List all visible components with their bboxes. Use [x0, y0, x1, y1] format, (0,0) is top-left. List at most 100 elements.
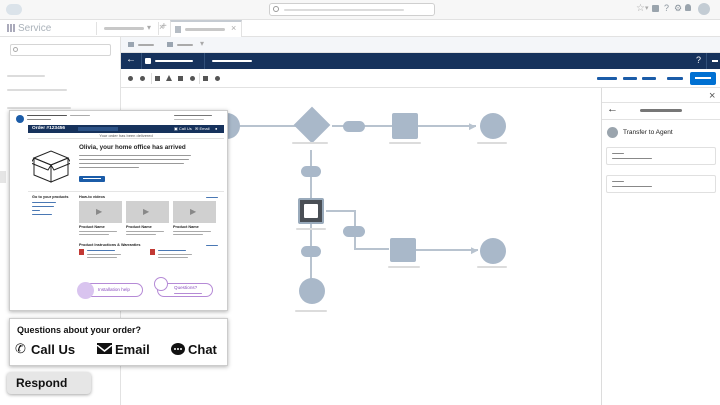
selected-node[interactable]: [298, 198, 324, 224]
email-order-number: Order #123456: [32, 126, 66, 131]
toolbar-button-3[interactable]: [642, 77, 656, 80]
toolbar-button-4[interactable]: [667, 77, 683, 80]
play-icon: ▶: [96, 207, 103, 216]
close-tab-icon[interactable]: ×: [159, 22, 165, 32]
app-name: Service: [18, 23, 52, 34]
sidebar-item[interactable]: [7, 89, 67, 91]
email-button[interactable]: Email: [96, 340, 161, 358]
copy-icon[interactable]: [178, 76, 183, 81]
notifications-bell-icon[interactable]: [685, 4, 691, 11]
video-thumbnail[interactable]: ▶: [126, 201, 169, 223]
chat-button[interactable]: Chat: [171, 340, 225, 358]
connector-pill-2[interactable]: [301, 166, 321, 177]
pdf-icon: [150, 249, 155, 255]
favorites-chevron-icon[interactable]: ▾: [645, 5, 649, 12]
sidebar-search-input[interactable]: [10, 44, 111, 56]
sidebar-item[interactable]: [7, 107, 71, 109]
chevron-down-icon[interactable]: ▾: [147, 23, 152, 32]
close-icon[interactable]: ×: [709, 90, 716, 102]
document-icon: [175, 26, 181, 33]
account-icon: [167, 42, 173, 47]
action-node-2[interactable]: [390, 238, 416, 262]
back-arrow-icon[interactable]: ←: [607, 103, 618, 115]
avatar[interactable]: [698, 3, 710, 15]
setup-gear-icon[interactable]: ⚙: [674, 3, 683, 13]
delete-icon[interactable]: [203, 76, 208, 81]
flow-icon: [145, 58, 151, 64]
go-to-products-link[interactable]: Go to your products: [32, 195, 69, 199]
menu-icon[interactable]: [712, 60, 718, 62]
add-icon[interactable]: [652, 5, 659, 12]
flow-label: [155, 60, 193, 62]
videos-heading: How-to videos: [79, 195, 105, 199]
record-icon: [128, 42, 134, 47]
flow-toolbar: [121, 69, 720, 88]
pdf-icon: [79, 249, 84, 255]
paste-icon[interactable]: [190, 76, 195, 81]
global-search-input[interactable]: [269, 3, 435, 16]
nav-tab-1[interactable]: ▾: [100, 22, 156, 35]
cloud-logo-icon: [6, 4, 22, 15]
sidebar-selected-marker: [0, 171, 6, 183]
connector-pill-3[interactable]: [301, 246, 321, 257]
toolbar-button-1[interactable]: [597, 77, 617, 80]
email-preview: Order #123456 ▣ Call Us ✉ Email ● Chat Y…: [9, 110, 228, 311]
nav-tab-2[interactable]: ×: [170, 20, 242, 37]
help-icon[interactable]: ?: [664, 3, 670, 13]
video-title: Product Name: [79, 225, 105, 229]
action-node-1[interactable]: [392, 113, 418, 139]
back-arrow-icon[interactable]: ←: [126, 54, 136, 65]
instructions-heading: Product Instructions & Warranties: [79, 243, 141, 247]
truck-icon: [77, 282, 94, 299]
video-thumbnail[interactable]: ▶: [79, 201, 122, 223]
search-icon: [13, 47, 18, 52]
app-launcher-icon[interactable]: [7, 24, 15, 32]
play-icon: ▶: [143, 207, 150, 216]
connector-pill-1[interactable]: [343, 121, 365, 132]
questions-button[interactable]: Questions?: [154, 277, 213, 297]
property-card-2[interactable]: [606, 175, 716, 193]
properties-panel: × ← Transfer to Agent: [601, 88, 720, 405]
undo-icon[interactable]: [128, 76, 133, 81]
play-icon: ▶: [190, 207, 197, 216]
email-banner: Order #123456 ▣ Call Us ✉ Email ● Chat: [28, 125, 224, 139]
call-us-button[interactable]: ✆ Call Us: [15, 341, 76, 357]
view-order-button[interactable]: [79, 176, 105, 182]
record-tab-1[interactable]: [138, 44, 154, 46]
phone-icon: ✆: [15, 341, 26, 356]
end-node-3[interactable]: [299, 278, 325, 304]
sidebar-item[interactable]: [7, 75, 45, 77]
record-tab-2[interactable]: [177, 44, 193, 46]
brand-logo-icon: [16, 115, 24, 123]
app-nav-bar: Service ▾ × + ×: [0, 20, 720, 37]
envelope-icon: [96, 343, 113, 354]
favorites-star-icon[interactable]: ☆: [636, 3, 645, 14]
respond-button[interactable]: Respond: [7, 372, 91, 394]
chevron-down-icon[interactable]: ▾: [200, 39, 205, 48]
flow-name: [212, 60, 252, 62]
cut-icon[interactable]: [155, 76, 160, 81]
installation-help-button[interactable]: Installation help: [77, 282, 143, 299]
settings-icon[interactable]: [215, 76, 220, 81]
chat-bubble-icon: [154, 277, 168, 291]
connector-pill-4[interactable]: [343, 226, 365, 237]
box-illustration: [30, 149, 72, 184]
redo-icon[interactable]: [140, 76, 145, 81]
end-node-2[interactable]: [480, 238, 506, 264]
video-title: Product Name: [126, 225, 152, 229]
alert-icon[interactable]: [166, 75, 172, 81]
add-tab-icon[interactable]: +: [161, 21, 167, 32]
panel-header-label: [640, 109, 682, 112]
end-node-1[interactable]: [480, 113, 506, 139]
decision-node[interactable]: [293, 106, 331, 144]
video-thumbnail[interactable]: ▶: [173, 201, 216, 223]
close-icon[interactable]: ×: [231, 23, 237, 33]
search-icon: [273, 6, 279, 12]
contact-card: Questions about your order? ✆ Call Us Em…: [9, 318, 228, 366]
help-icon[interactable]: ?: [696, 55, 702, 65]
global-header: ☆ ▾ ? ⚙: [0, 0, 720, 20]
save-button[interactable]: [690, 72, 716, 85]
toolbar-button-2[interactable]: [623, 77, 637, 80]
property-card-1[interactable]: [606, 147, 716, 165]
chat-icon: [171, 343, 185, 355]
